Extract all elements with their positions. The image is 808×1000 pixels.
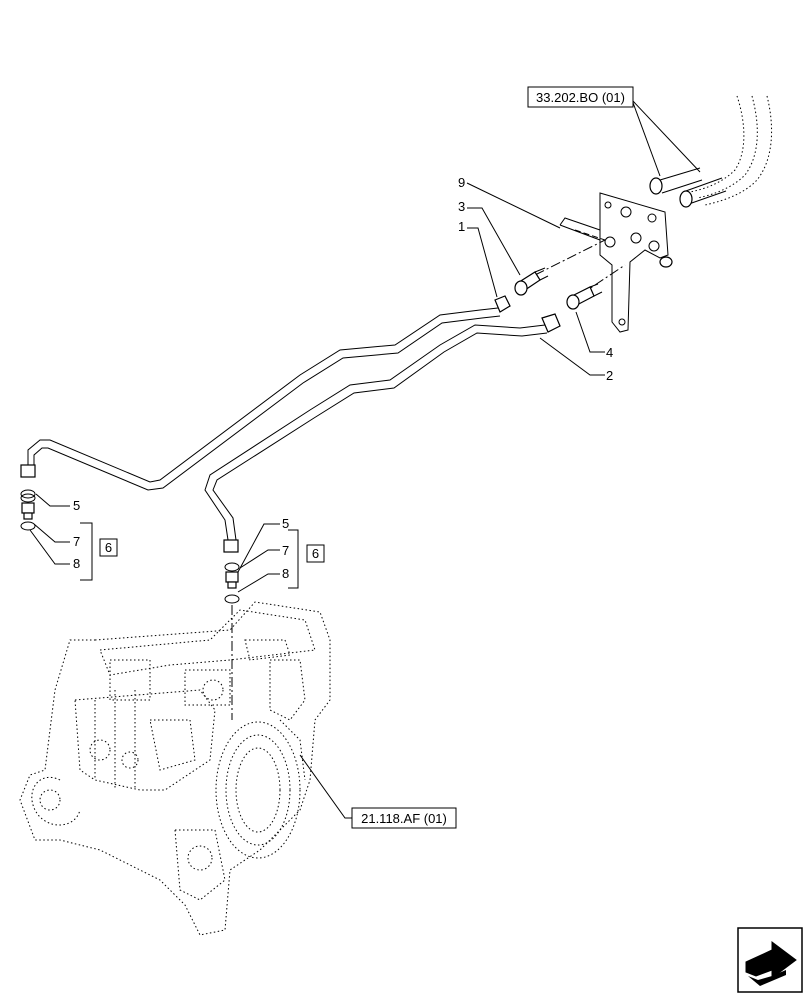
callout-left-8: 8 [73, 556, 80, 571]
fitting-4 [566, 283, 603, 310]
kit-label-left: 6 [105, 540, 112, 555]
callout-labels: 9 3 1 4 2 5 7 8 5 7 8 [73, 175, 613, 581]
mounting-bracket [534, 192, 673, 333]
reference-box-bottom[interactable]: 21.118.AF (01) [351, 807, 457, 829]
callout-1: 1 [458, 219, 465, 234]
next-page-arrow-icon[interactable] [737, 927, 803, 993]
callout-2: 2 [606, 368, 613, 383]
callout-mid-8: 8 [282, 566, 289, 581]
middle-fitting-stack [224, 562, 240, 720]
reference-label-bottom: 21.118.AF (01) [361, 811, 447, 826]
reference-box-top[interactable]: 33.202.BO (01) [527, 86, 634, 108]
callout-mid-7: 7 [282, 543, 289, 558]
kit-label-middle: 6 [312, 546, 319, 561]
reference-label-top: 33.202.BO (01) [536, 90, 625, 105]
hydraulic-hoses [649, 95, 773, 208]
pipe-1 [20, 295, 511, 491]
callout-left-7: 7 [73, 534, 80, 549]
callout-3: 3 [458, 199, 465, 214]
callout-4: 4 [606, 345, 613, 360]
fitting-3 [514, 267, 549, 296]
left-fitting-stack [20, 489, 36, 531]
kit-box-middle[interactable]: 6 [306, 544, 325, 563]
leader-lines [29, 99, 701, 819]
callout-mid-5: 5 [282, 516, 289, 531]
callout-left-5: 5 [73, 498, 80, 513]
pipe-2 [204, 313, 561, 553]
kit-box-left[interactable]: 6 [99, 538, 118, 557]
transmission-housing [19, 601, 331, 936]
callout-9: 9 [458, 175, 465, 190]
